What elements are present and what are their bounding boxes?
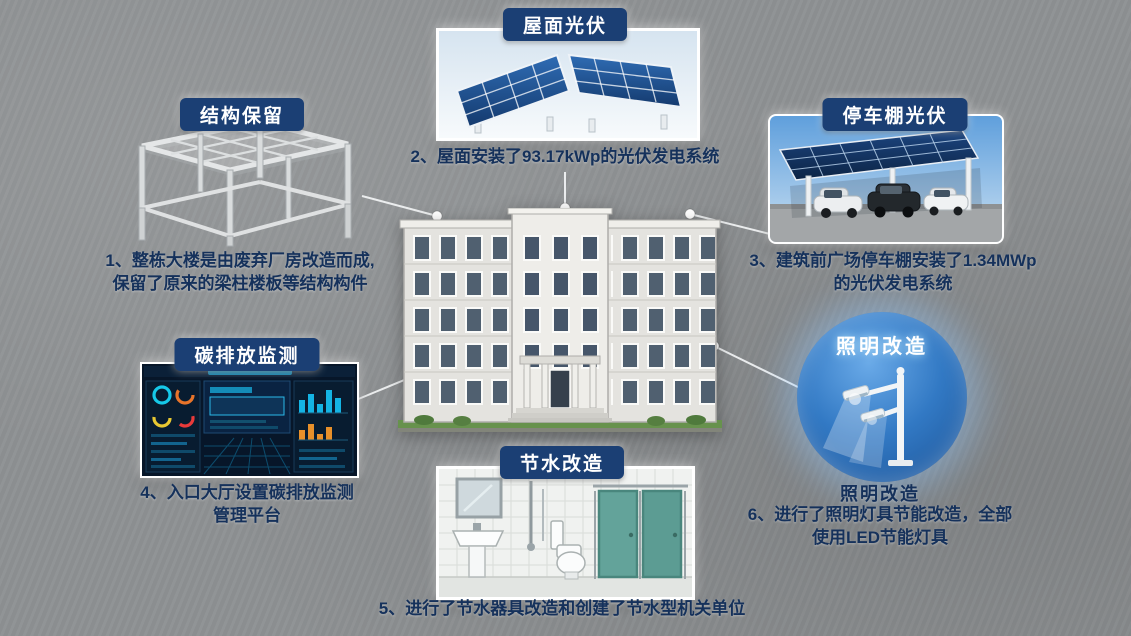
caption-line: 的光伏发电系统 <box>833 273 953 293</box>
water-saving-illustration <box>436 466 695 600</box>
caption-water: 5、进行了节水器具改造和创建了节水型机关单位 <box>379 598 745 621</box>
carport-icon <box>770 116 1002 242</box>
dashboard-icon <box>142 364 357 476</box>
car-icon <box>923 187 969 216</box>
caption-line: 使用LED节能灯具 <box>812 527 948 547</box>
lighting-heading: 照明改造 <box>840 484 920 504</box>
caption-line: 管理平台 <box>213 505 281 525</box>
label-carbon: 碳排放监测 <box>174 338 320 371</box>
label-carport-pv: 停车棚光伏 <box>822 98 968 131</box>
caption-line: 4、入口大厅设置碳排放监测 <box>140 483 354 502</box>
building-illustration <box>398 207 722 437</box>
caption-roof-pv: 2、屋面安装了93.17kWp的光伏发电系统 <box>411 146 720 169</box>
caption-structure: 1、整栋大楼是由废弃厂房改造而成, 保留了原来的梁柱楼板等结构构件 <box>105 250 374 296</box>
lighting-circle: 照明改造 <box>797 312 967 482</box>
label-water: 节水改造 <box>499 446 625 479</box>
carbon-dashboard-illustration <box>140 362 359 478</box>
caption-line: 3、建筑前广场停车棚安装了1.34MWp <box>749 251 1037 270</box>
caption-carport-pv: 3、建筑前广场停车棚安装了1.34MWp 的光伏发电系统 <box>749 250 1036 296</box>
car-icon <box>813 187 863 218</box>
street-lamp-icon <box>823 367 913 468</box>
caption-line: 6、进行了照明灯具节能改造，全部 <box>747 505 1013 524</box>
connector-line-lighting <box>713 345 805 391</box>
caption-line: 1、整栋大楼是由废弃厂房改造而成, <box>105 251 375 270</box>
lighting-circle-title: 照明改造 <box>836 336 928 358</box>
caption-line: 5、进行了节水器具改造和创建了节水型机关单位 <box>378 599 746 618</box>
label-roof-pv: 屋面光伏 <box>502 8 628 41</box>
bathroom-icon <box>439 469 692 597</box>
solar-panel-icon <box>439 31 697 138</box>
carport-pv-illustration <box>768 114 1004 244</box>
car-icon <box>867 183 921 218</box>
steel-frame-icon <box>138 119 352 247</box>
label-structure: 结构保留 <box>179 98 305 131</box>
caption-lighting: 6、进行了照明灯具节能改造，全部 使用LED节能灯具 <box>748 504 1012 550</box>
caption-line: 保留了原来的梁柱楼板等结构构件 <box>112 273 368 293</box>
caption-carbon: 4、入口大厅设置碳排放监测 管理平台 <box>140 482 353 528</box>
caption-line: 2、屋面安装了93.17kWp的光伏发电系统 <box>410 147 720 166</box>
roof-pv-illustration <box>436 28 700 141</box>
steel-frame-illustration <box>118 112 366 253</box>
